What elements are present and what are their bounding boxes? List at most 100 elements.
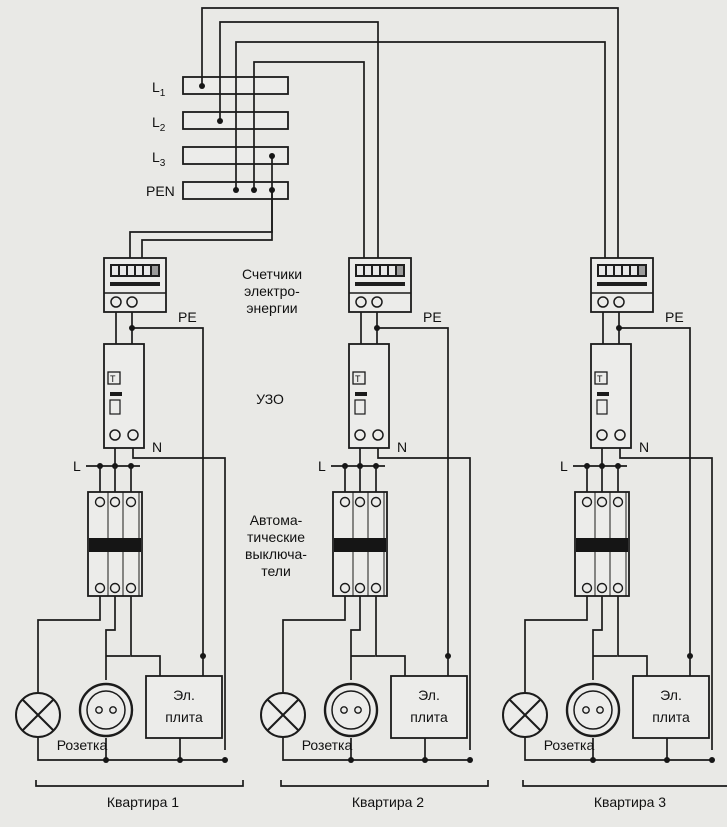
socket-hole	[354, 706, 362, 714]
rcd-terminal	[127, 429, 139, 441]
stove-label-line2: плита	[652, 709, 690, 725]
electricity-meter	[348, 257, 412, 313]
breaker-terminal	[109, 582, 121, 594]
rcd-window	[354, 399, 366, 415]
apartment-wiring	[282, 312, 473, 763]
breaker-terminal	[370, 582, 382, 594]
breaker-terminal	[339, 496, 351, 508]
pe-wire	[132, 327, 204, 656]
stove-feed-wire	[130, 596, 161, 676]
junction-dot	[348, 757, 354, 763]
rcd-terminal	[614, 429, 626, 441]
electricity-meter	[103, 257, 167, 313]
socket-label: Розетка	[57, 737, 108, 753]
breaker-terminal	[596, 496, 608, 508]
stove-feed-wire	[375, 596, 406, 676]
meter-digit	[120, 266, 126, 275]
meter-digit	[128, 266, 134, 275]
breaker-terminal	[125, 496, 137, 508]
breakers-toggle-bar	[334, 538, 386, 552]
meters-caption-line2: электро-	[244, 283, 300, 299]
n-label: N	[397, 439, 407, 455]
socket-label: Розетка	[544, 737, 595, 753]
rcd-lever	[355, 392, 367, 396]
socket-outer	[78, 682, 134, 738]
meter-terminal	[613, 296, 625, 308]
apartment-bracket	[280, 780, 489, 787]
junction-dot	[467, 757, 473, 763]
stove-label-line2: плита	[165, 709, 203, 725]
rcd-test-mark: T	[597, 374, 603, 384]
junction-dot	[177, 757, 183, 763]
meter-digit	[381, 266, 387, 275]
junction-dot	[616, 325, 622, 331]
l-label: L	[73, 458, 81, 474]
meter-digit	[389, 266, 395, 275]
stove-label-line1: Эл.	[418, 687, 440, 703]
breakers-toggle-bar	[89, 538, 141, 552]
lamp-feed-wire	[524, 596, 588, 692]
meter-digit	[357, 266, 363, 275]
socket-outer	[565, 682, 621, 738]
rcd-device: T	[348, 343, 390, 449]
rcd-test-mark: T	[355, 374, 361, 384]
meter-terminal	[371, 296, 383, 308]
busbar-l3-label: L3	[152, 149, 166, 169]
apartment-wiring	[37, 312, 228, 763]
circuit-breakers	[87, 491, 143, 597]
apartment-label: Квартира 2	[352, 794, 424, 810]
breaker-terminal	[354, 582, 366, 594]
stove-body	[145, 675, 223, 739]
apartment-bracket	[522, 780, 727, 787]
breaker-terminal	[94, 496, 106, 508]
stove-label-line1: Эл.	[660, 687, 682, 703]
rcd-caption: УЗО	[256, 391, 284, 407]
stove-body	[390, 675, 468, 739]
lamp-cross	[267, 699, 299, 731]
breaker-terminal	[125, 582, 137, 594]
pe-wire	[377, 327, 449, 656]
stove-body	[632, 675, 710, 739]
rcd-lever	[110, 392, 122, 396]
n-wire	[132, 448, 226, 750]
apartment-label: Квартира 3	[594, 794, 666, 810]
socket-symbol	[565, 682, 621, 738]
feed-pen-3-wire	[235, 41, 606, 262]
socket-inner	[331, 690, 371, 730]
socket-hole	[340, 706, 348, 714]
socket-feed-wire	[350, 596, 361, 680]
stove-feed-wire	[617, 596, 648, 676]
lamp-symbol	[260, 692, 306, 738]
breakers-caption-line1: Автома-	[250, 512, 303, 528]
feed-l1-wire	[201, 7, 619, 262]
socket-hole	[582, 706, 590, 714]
feed-wires	[129, 7, 619, 262]
rcd-device: T	[590, 343, 632, 449]
busbar-l1-label: L1	[152, 79, 166, 99]
meters-caption-line1: Счетчики	[242, 266, 302, 282]
junction-dot	[103, 757, 109, 763]
breaker-terminal	[94, 582, 106, 594]
apartment-wiring	[524, 312, 715, 763]
socket-symbol	[78, 682, 134, 738]
breakers-caption-line3: выключа-	[245, 546, 307, 562]
socket-label: Розетка	[302, 737, 353, 753]
breaker-terminal	[612, 582, 624, 594]
busbar-l2-label: L2	[152, 114, 166, 134]
busbar-group: L1 L2 L3 PEN	[146, 76, 289, 200]
meter-digit	[397, 266, 403, 275]
stove-label-line2: плита	[410, 709, 448, 725]
rcd-window	[109, 399, 121, 415]
rcd-test-button	[107, 371, 121, 385]
junction-dot	[129, 325, 135, 331]
n-label: N	[152, 439, 162, 455]
breakers-caption-line4: тели	[261, 563, 291, 579]
breaker-terminal	[581, 582, 593, 594]
lamp-return-wire	[282, 738, 470, 761]
rcd-lever	[597, 392, 609, 396]
rcd-window	[596, 399, 608, 415]
breaker-terminal	[612, 496, 624, 508]
electricity-meter	[590, 257, 654, 313]
